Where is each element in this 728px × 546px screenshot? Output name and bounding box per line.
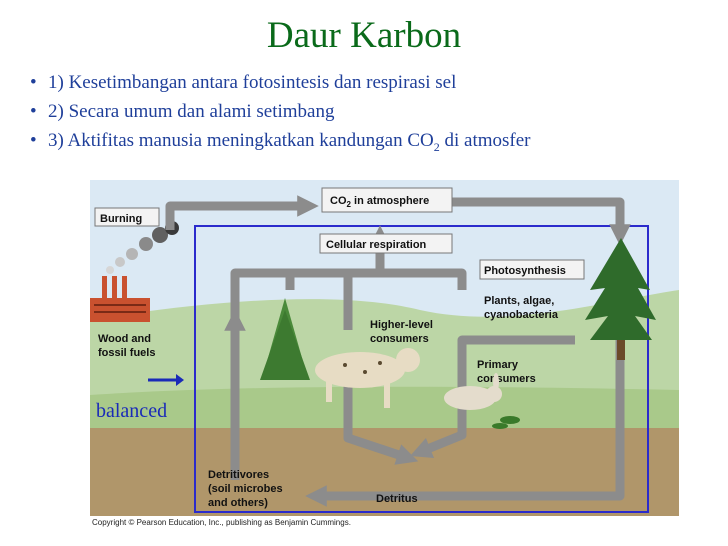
carbon-cycle-diagram: CO2 in atmosphere Cellular respiration P… — [90, 180, 679, 516]
burning-box: Burning — [94, 207, 160, 227]
co2-box: CO2 in atmosphere — [321, 187, 453, 213]
bullet-item-3: • 3) Aktifitas manusia meningkatkan kandu… — [30, 128, 720, 157]
detritivores-line-2: (soil microbes — [208, 483, 283, 495]
bullet-marker: • — [30, 130, 37, 151]
bullet-list: • 1) Kesetimbangan antara fotosintesis da… — [30, 70, 720, 157]
co2-label-main: CO — [330, 195, 347, 207]
leaves-icon — [492, 416, 520, 429]
bullet-text: 3) Aktifitas manusia meningkatkan kandun… — [48, 130, 434, 151]
balanced-arrow-icon — [148, 374, 184, 386]
slide-title: Daur Karbon — [266, 15, 462, 56]
burning-arrow — [165, 195, 319, 230]
rabbit-icon — [444, 373, 502, 410]
ecosystem-boundary — [194, 225, 649, 513]
detritivores-line-1: Detritivores — [208, 469, 269, 481]
co2-label-rest: in atmosphere — [351, 195, 429, 207]
bullet-text: 2) Secara umum dan alami setimbang — [48, 101, 335, 122]
bullet-text-end: di atmosfer — [439, 130, 531, 151]
higher-consumers-line-1: Higher-level — [370, 319, 433, 331]
primary-consumers-line-1: Primary — [477, 359, 519, 371]
copyright-text: Copyright © Pearson Education, Inc., pub… — [92, 518, 351, 527]
detritus-label: Detritus — [376, 493, 418, 505]
plants-line-2: cyanobacteria — [484, 309, 559, 321]
bullet-marker: • — [30, 72, 37, 93]
bullet-item-2: • 2) Secara umum dan alami setimbang — [30, 99, 720, 128]
bullet-item-1: • 1) Kesetimbangan antara fotosintesis da… — [30, 70, 720, 99]
soil — [90, 428, 679, 516]
burning-label: Burning — [100, 213, 142, 225]
shrub-icon — [260, 298, 310, 380]
bullet-marker: • — [30, 101, 37, 122]
cellular-respiration-label: Cellular respiration — [326, 239, 427, 251]
cellular-respiration-box: Cellular respiration — [319, 233, 453, 254]
higher-consumers-line-2: consumers — [370, 333, 429, 345]
plants-line-1: Plants, algae, — [484, 295, 554, 307]
detritus-bottom-arrow — [305, 340, 625, 507]
co2-label-sub: 2 — [347, 200, 352, 209]
svg-text:CO2 in atmosphere: CO2 in atmosphere — [330, 195, 429, 209]
tree-icon — [585, 238, 656, 360]
primary-consumers-line-2: consumers — [477, 373, 536, 385]
wood-fuels-line-1: Wood and — [98, 333, 151, 345]
balanced-label: balanced — [96, 400, 168, 422]
bullet-subscript: 2 — [433, 139, 440, 154]
lynx-icon — [315, 348, 420, 408]
photosynthesis-label: Photosynthesis — [484, 265, 566, 277]
photosynthesis-box: Photosynthesis — [479, 259, 585, 280]
detritivores-line-3: and others) — [208, 497, 268, 509]
wood-fuels-line-2: fossil fuels — [98, 347, 155, 359]
detritus-arrow — [343, 380, 419, 465]
bullet-text: 1) Kesetimbangan antara fotosintesis dan… — [48, 72, 457, 93]
photosynthesis-arrow-top — [452, 197, 631, 246]
factory-icon — [90, 276, 150, 322]
